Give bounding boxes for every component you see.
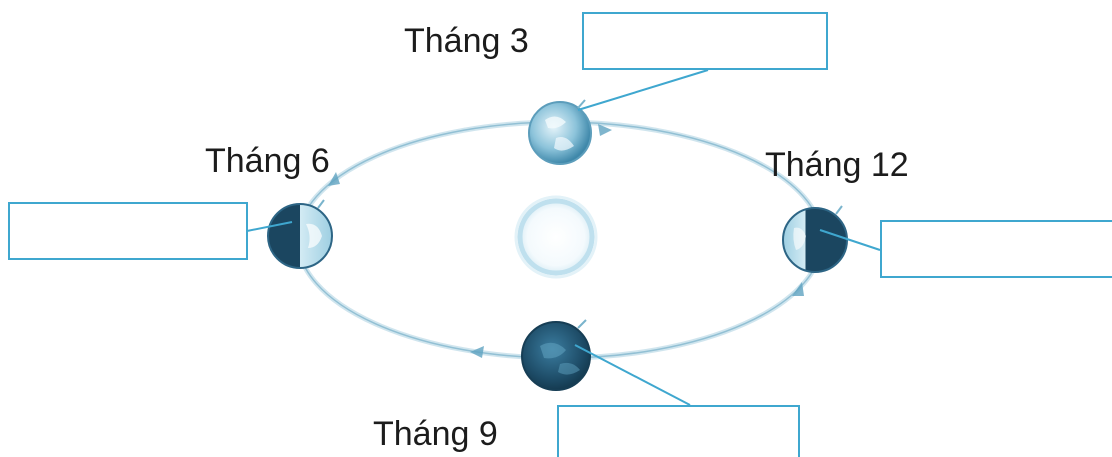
label-june: Tháng 6 (205, 142, 330, 180)
sun-icon (514, 195, 598, 279)
leader-line-march (577, 69, 709, 111)
answer-field-december[interactable] (880, 220, 1112, 278)
leader-line-june (246, 221, 293, 232)
leader-line-september (574, 344, 691, 406)
answer-field-june[interactable] (8, 202, 248, 260)
label-december: Tháng 12 (765, 146, 909, 184)
orbit-arrow-bottom-right (792, 282, 804, 296)
label-march: Tháng 3 (404, 22, 529, 60)
leader-line-december (819, 229, 881, 251)
orbit-arrow-top-right (598, 124, 612, 136)
earth-icon-december (782, 205, 848, 273)
orbit-arrow-bottom-left (470, 346, 484, 358)
answer-field-march[interactable] (582, 12, 828, 70)
earth-icon-june (267, 199, 333, 269)
label-september: Tháng 9 (373, 415, 498, 453)
earth-icon-march (528, 99, 592, 165)
answer-field-september[interactable] (557, 405, 800, 457)
orbit-arrow-top-left (328, 172, 340, 186)
earth-icon-september (521, 319, 591, 391)
